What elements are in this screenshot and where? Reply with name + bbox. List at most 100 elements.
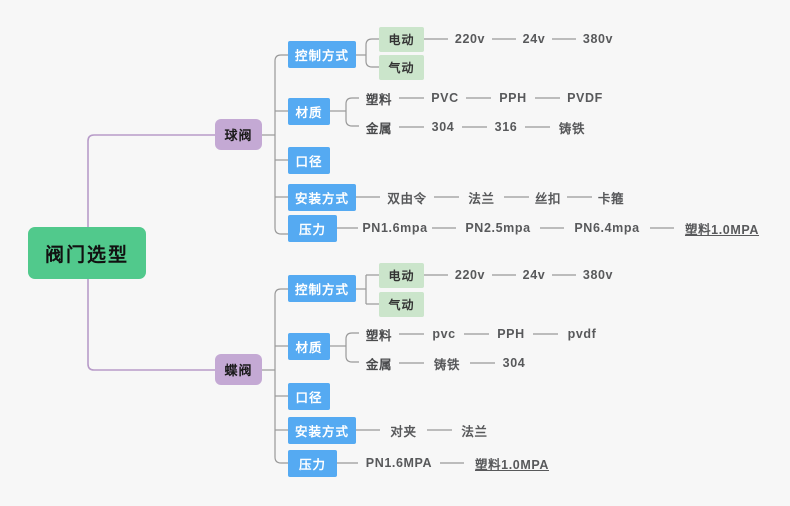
leaf-ball-install-flange[interactable]: 法兰	[459, 187, 504, 207]
node-ball-material-metal[interactable]: 金属	[359, 117, 399, 137]
branch-node-ball-valve[interactable]: 球阀	[215, 119, 262, 150]
leaf-butterfly-plastic-pvdf[interactable]: pvdf	[558, 324, 606, 344]
node-ball-diameter[interactable]: 口径	[288, 147, 330, 174]
leaf-label: PPH	[499, 91, 527, 105]
node-butterfly-control-electric[interactable]: 电动	[379, 263, 424, 288]
node-label: 控制方式	[294, 283, 349, 297]
leaf-ball-metal-cast-iron[interactable]: 铸铁	[550, 117, 594, 137]
leaf-ball-install-clamp[interactable]: 卡箍	[592, 187, 630, 207]
node-label: 塑料	[365, 328, 393, 343]
leaf-butterfly-electric-380v[interactable]: 380v	[576, 265, 620, 285]
leaf-label: PVDF	[567, 91, 603, 105]
leaf-butterfly-pressure-plastic10[interactable]: 塑料1.0MPA	[464, 453, 560, 473]
leaf-butterfly-electric-220v[interactable]: 220v	[448, 265, 492, 285]
leaf-ball-metal-316[interactable]: 316	[487, 117, 525, 137]
leaf-label: pvdf	[567, 327, 597, 341]
leaf-label: 塑料1.0MPA	[474, 457, 550, 472]
node-label: 安装方式	[294, 192, 349, 206]
leaf-ball-install-thread[interactable]: 丝扣	[529, 187, 567, 207]
node-label: 安装方式	[294, 425, 349, 439]
leaf-label: PN1.6MPA	[365, 456, 433, 470]
leaf-ball-install-double-union[interactable]: 双由令	[380, 187, 434, 207]
leaf-label: 24v	[522, 32, 546, 46]
leaf-ball-pressure-pn64[interactable]: PN6.4mpa	[564, 218, 650, 238]
node-label: 电动	[388, 269, 415, 283]
branch-node-butterfly-valve[interactable]: 蝶阀	[215, 354, 262, 385]
leaf-butterfly-install-flange[interactable]: 法兰	[452, 420, 497, 440]
node-butterfly-diameter[interactable]: 口径	[288, 383, 330, 410]
node-label: 金属	[365, 357, 393, 372]
leaf-label: 铸铁	[433, 357, 461, 372]
leaf-ball-pressure-pn16[interactable]: PN1.6mpa	[358, 218, 432, 238]
node-label: 口径	[295, 391, 323, 405]
leaf-label: 304	[431, 120, 455, 134]
leaf-label: 220v	[454, 268, 486, 282]
leaf-butterfly-install-wafer[interactable]: 对夹	[380, 420, 427, 440]
leaf-label: 380v	[582, 268, 614, 282]
leaf-ball-plastic-pvdf[interactable]: PVDF	[560, 88, 610, 108]
leaf-label: 双由令	[387, 191, 427, 206]
leaf-label: 24v	[522, 268, 546, 282]
node-label: 塑料	[365, 92, 393, 107]
leaf-label: 对夹	[390, 424, 417, 439]
node-butterfly-installation[interactable]: 安装方式	[288, 417, 356, 444]
node-label: 口径	[295, 155, 323, 169]
node-ball-material-plastic[interactable]: 塑料	[359, 88, 399, 108]
leaf-label: PN6.4mpa	[574, 221, 640, 235]
leaf-ball-plastic-pvc[interactable]: PVC	[424, 88, 466, 108]
node-label: 气动	[388, 61, 415, 75]
leaf-label: PN1.6mpa	[362, 221, 428, 235]
root-node[interactable]: 阀门选型	[28, 227, 146, 279]
leaf-butterfly-metal-cast-iron[interactable]: 铸铁	[424, 353, 470, 373]
node-label: 控制方式	[294, 49, 349, 63]
leaf-label: 法兰	[468, 191, 495, 206]
node-label: 材质	[295, 106, 323, 120]
leaf-ball-pressure-pn25[interactable]: PN2.5mpa	[456, 218, 540, 238]
node-ball-control-method[interactable]: 控制方式	[288, 41, 356, 68]
leaf-butterfly-metal-304[interactable]: 304	[495, 353, 533, 373]
leaf-label: 316	[494, 120, 518, 134]
leaf-label: 304	[502, 356, 526, 370]
node-butterfly-control-pneumatic[interactable]: 气动	[379, 292, 424, 317]
node-butterfly-material-plastic[interactable]: 塑料	[359, 324, 399, 344]
leaf-ball-electric-24v[interactable]: 24v	[516, 29, 552, 49]
branch-node-label: 球阀	[224, 128, 253, 143]
node-butterfly-material-metal[interactable]: 金属	[359, 353, 399, 373]
node-label: 压力	[298, 223, 326, 237]
leaf-label: 塑料1.0MPA	[684, 222, 760, 237]
leaf-label: 丝扣	[534, 191, 562, 206]
leaf-ball-metal-304[interactable]: 304	[424, 117, 462, 137]
node-ball-control-electric[interactable]: 电动	[379, 27, 424, 52]
node-butterfly-material[interactable]: 材质	[288, 333, 330, 360]
node-label: 电动	[388, 33, 415, 47]
node-ball-control-pneumatic[interactable]: 气动	[379, 55, 424, 80]
node-label: 压力	[298, 458, 326, 472]
leaf-label: PN2.5mpa	[465, 221, 531, 235]
leaf-label: 卡箍	[597, 191, 625, 206]
node-label: 材质	[295, 341, 323, 355]
node-butterfly-pressure[interactable]: 压力	[288, 450, 337, 477]
leaf-ball-electric-220v[interactable]: 220v	[448, 29, 492, 49]
leaf-label: 220v	[454, 32, 486, 46]
node-butterfly-control-method[interactable]: 控制方式	[288, 275, 356, 302]
node-ball-material[interactable]: 材质	[288, 98, 330, 125]
leaf-label: 铸铁	[558, 121, 586, 136]
branch-node-label: 蝶阀	[224, 363, 253, 378]
leaf-ball-electric-380v[interactable]: 380v	[576, 29, 620, 49]
node-label: 金属	[365, 121, 393, 136]
root-node-label: 阀门选型	[44, 244, 129, 266]
leaf-ball-pressure-plastic10[interactable]: 塑料1.0MPA	[674, 218, 770, 238]
leaf-label: 380v	[582, 32, 614, 46]
leaf-label: PPH	[497, 327, 525, 341]
node-ball-pressure[interactable]: 压力	[288, 215, 337, 242]
node-label: 气动	[388, 298, 415, 312]
leaf-butterfly-plastic-pph[interactable]: PPH	[489, 324, 533, 344]
leaf-ball-plastic-pph[interactable]: PPH	[491, 88, 535, 108]
leaf-butterfly-electric-24v[interactable]: 24v	[516, 265, 552, 285]
leaf-label: PVC	[431, 91, 459, 105]
leaf-butterfly-plastic-pvc[interactable]: pvc	[424, 324, 464, 344]
leaf-butterfly-pressure-pn16[interactable]: PN1.6MPA	[358, 453, 440, 473]
leaf-label: pvc	[432, 327, 456, 341]
node-ball-installation[interactable]: 安装方式	[288, 184, 356, 211]
